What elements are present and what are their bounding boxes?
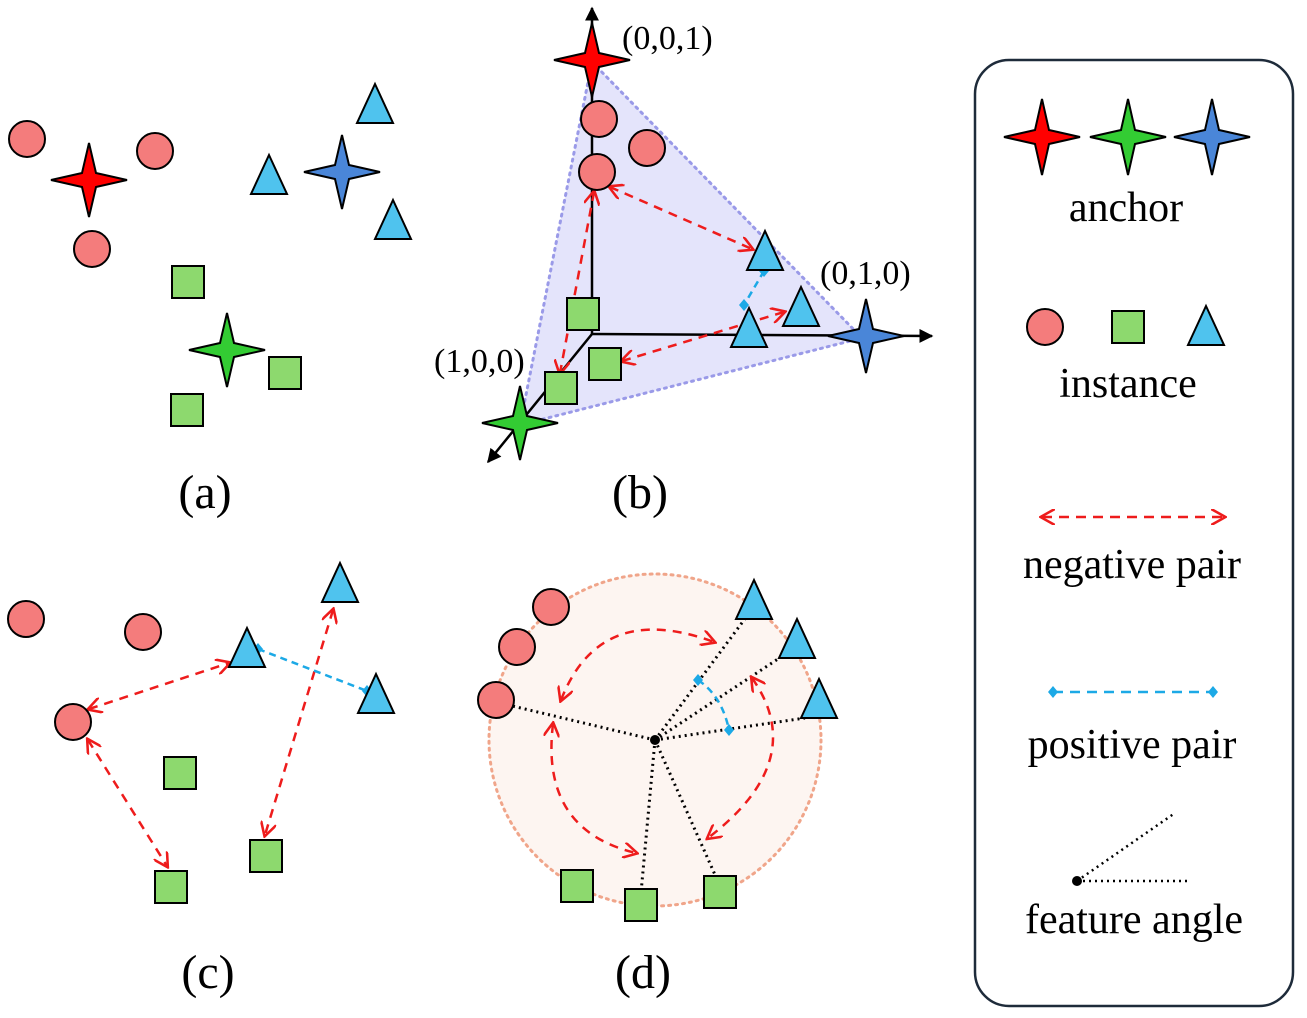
instance-square bbox=[170, 393, 204, 427]
instance-triangle bbox=[355, 81, 395, 124]
instance-square bbox=[560, 869, 594, 903]
panel-a-label: (a) bbox=[178, 466, 231, 519]
legend-box bbox=[973, 58, 1295, 1008]
negative-pair-line bbox=[610, 187, 752, 249]
instance-square bbox=[544, 371, 578, 405]
panel-c: (c) bbox=[7, 560, 396, 999]
instance-square bbox=[163, 756, 197, 790]
legend-angle-ray bbox=[1076, 811, 1176, 883]
legend-anchor-red-icon bbox=[1003, 98, 1081, 176]
instance-triangle bbox=[373, 197, 413, 240]
negative-pair-line bbox=[88, 740, 167, 866]
legend-negative-label: negative pair bbox=[1023, 542, 1241, 588]
panel-a: (a) bbox=[8, 81, 413, 519]
instance-circle bbox=[7, 600, 45, 638]
instance-triangle bbox=[227, 625, 267, 668]
anchor-red-icon bbox=[553, 22, 631, 98]
legend-positive-label: positive pair bbox=[1028, 722, 1237, 768]
simplex-region bbox=[518, 58, 865, 428]
instance-circle bbox=[124, 613, 162, 651]
legend-anchor-label: anchor bbox=[1069, 185, 1183, 231]
coord-label-top: (0,0,1) bbox=[622, 20, 713, 57]
panel-d-label: (d) bbox=[615, 946, 671, 999]
negative-pair-arc bbox=[708, 678, 775, 838]
instance-triangle bbox=[320, 560, 360, 603]
negative-pair-line bbox=[265, 610, 333, 835]
legend: anchor instance negative pair positive p… bbox=[973, 58, 1295, 1008]
legend-instance-label: instance bbox=[1059, 361, 1197, 407]
instance-square bbox=[171, 265, 205, 299]
positive-pair-endpoint bbox=[724, 724, 734, 736]
feature-origin bbox=[650, 735, 660, 745]
instance-square bbox=[703, 875, 737, 909]
positive-pair-endpoint bbox=[693, 674, 703, 686]
instance-circle bbox=[498, 628, 536, 666]
anchor-green-icon bbox=[481, 385, 559, 461]
legend-triangle-icon bbox=[1186, 303, 1226, 346]
panel-c-label: (c) bbox=[181, 946, 234, 999]
instance-triangle bbox=[249, 152, 289, 195]
anchor-blue-icon bbox=[303, 134, 381, 210]
legend-positive-endpoint bbox=[1048, 686, 1058, 698]
legend-anchor-blue-icon bbox=[1173, 98, 1251, 176]
instance-square bbox=[624, 888, 658, 922]
instance-square bbox=[249, 839, 283, 873]
instance-triangle bbox=[356, 671, 396, 714]
positive-pair-arc bbox=[697, 678, 731, 731]
positive-pair-line bbox=[257, 647, 368, 693]
instance-circle bbox=[628, 129, 666, 167]
negative-pair-arc bbox=[561, 628, 714, 700]
instance-circle bbox=[73, 230, 111, 268]
panel-d: (d) bbox=[477, 572, 839, 999]
positive-pair-line bbox=[742, 270, 766, 306]
anchor-blue-icon bbox=[827, 298, 905, 374]
instance-circle bbox=[54, 703, 92, 741]
instance-triangle bbox=[734, 577, 774, 620]
anchor-red-icon bbox=[50, 142, 128, 218]
instance-square bbox=[268, 356, 302, 390]
instance-circle bbox=[8, 120, 46, 158]
legend-angle-origin bbox=[1072, 876, 1082, 886]
instance-triangle bbox=[777, 616, 817, 659]
anchor-green-icon bbox=[188, 312, 266, 388]
instance-circle bbox=[580, 100, 618, 138]
positive-pair-endpoint bbox=[739, 299, 749, 311]
panel-b: (0,0,1) (0,1,0) (1,0,0) (b) bbox=[434, 6, 934, 519]
instance-square bbox=[154, 870, 188, 904]
legend-angle-label: feature angle bbox=[1025, 897, 1243, 943]
instance-square bbox=[566, 297, 600, 331]
instance-circle bbox=[578, 153, 616, 191]
negative-pair-line bbox=[622, 312, 784, 361]
coord-label-left: (1,0,0) bbox=[434, 343, 525, 380]
legend-anchor-green-icon bbox=[1089, 98, 1167, 176]
panel-b-label: (b) bbox=[612, 466, 668, 519]
legend-positive-endpoint bbox=[1208, 686, 1218, 698]
negative-pair-arc bbox=[551, 724, 636, 853]
instance-circle bbox=[136, 132, 174, 170]
legend-circle-icon bbox=[1026, 308, 1064, 346]
negative-pair-line bbox=[89, 663, 229, 709]
instance-triangle bbox=[781, 284, 821, 327]
instance-triangle bbox=[745, 228, 785, 271]
instance-square bbox=[588, 347, 622, 381]
instance-circle bbox=[477, 681, 515, 719]
coord-label-right: (0,1,0) bbox=[820, 255, 911, 292]
legend-square-icon bbox=[1111, 310, 1145, 344]
instance-triangle bbox=[729, 305, 769, 348]
instance-triangle bbox=[799, 676, 839, 719]
instance-circle bbox=[532, 588, 570, 626]
